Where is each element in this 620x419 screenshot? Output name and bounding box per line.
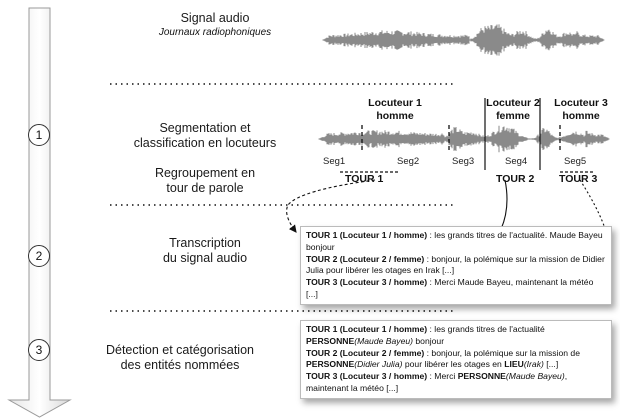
signal-title: Signal audio [180, 11, 250, 25]
segmentation-line-2: classification en locuteurs [133, 136, 277, 150]
regroupement-line-2: tour de parole [166, 181, 244, 195]
speaker-1-name: Locuteur 1 [368, 97, 422, 109]
detection-line-2: des entités nommées [120, 358, 240, 372]
entities-line-3-text: TOUR 3 (Locuteur 3 / homme) : Merci PERS… [306, 371, 568, 393]
process-arrow [7, 7, 72, 418]
speaker-2-name: Locuteur 2 [486, 97, 540, 109]
transcription-line-2: du signal audio [162, 251, 248, 265]
segment-label-4: Seg4 [505, 156, 528, 167]
segment-label-3: Seg3 [452, 156, 475, 167]
transcription-line-1-text: TOUR 1 (Locuteur 1 / homme) : les grands… [306, 230, 603, 252]
segmentation-label: Segmentation et classification en locute… [85, 121, 325, 151]
entities-line-2-text: TOUR 2 (Locuteur 2 / femme) : bonjour, l… [306, 347, 580, 370]
waveform-top [322, 24, 605, 56]
speaker-3-label: Locuteur 3 homme [548, 97, 614, 123]
transcription-line-3-text: TOUR 3 (Locuteur 3 / homme) : Merci Maud… [306, 277, 594, 299]
segmentation-line-1: Segmentation et [159, 121, 251, 135]
tour-label-2: TOUR 2 [496, 173, 535, 185]
connector-tour1 [286, 179, 376, 233]
segment-label-1: Seg1 [323, 156, 346, 167]
entities-box: TOUR 1 (Locuteur 1 / homme) : les grands… [300, 320, 612, 399]
signal-title-block: Signal audio Journaux radiophoniques [95, 11, 335, 39]
detection-line-1: Détection et catégorisation [105, 343, 254, 357]
transcription-line-1: Transcription [169, 236, 241, 250]
entities-line-1-text: TOUR 1 (Locuteur 1 / homme) : les grands… [306, 324, 545, 346]
tour-label-3: TOUR 3 [559, 173, 598, 185]
speaker-1-label: Locuteur 1 homme [350, 97, 440, 123]
regroupement-line-1: Regroupement en [154, 166, 256, 180]
segment-label-5: Seg5 [564, 156, 587, 167]
transcription-box: TOUR 1 (Locuteur 1 / homme) : les grands… [300, 226, 612, 305]
step-1-badge: 1 [28, 124, 50, 146]
segment-label-2: Seg2 [397, 156, 420, 167]
detection-label: Détection et catégorisation des entités … [60, 343, 300, 373]
transcription-label: Transcription du signal audio [85, 236, 325, 266]
speaker-2-gender: femme [496, 110, 530, 122]
speaker-3-name: Locuteur 3 [554, 97, 608, 109]
regroupement-label: Regroupement en tour de parole [85, 166, 325, 196]
speaker-3-gender: homme [562, 110, 600, 122]
transcription-line-2-text: TOUR 2 (Locuteur 2 / femme) : bonjour, l… [306, 253, 605, 276]
tour-label-1: TOUR 1 [345, 173, 384, 185]
speaker-1-gender: homme [376, 110, 414, 122]
speaker-2-label: Locuteur 2 femme [482, 97, 544, 123]
signal-subtitle: Journaux radiophoniques [158, 27, 272, 38]
step-3-badge: 3 [28, 339, 50, 361]
step-2-badge: 2 [28, 245, 50, 267]
